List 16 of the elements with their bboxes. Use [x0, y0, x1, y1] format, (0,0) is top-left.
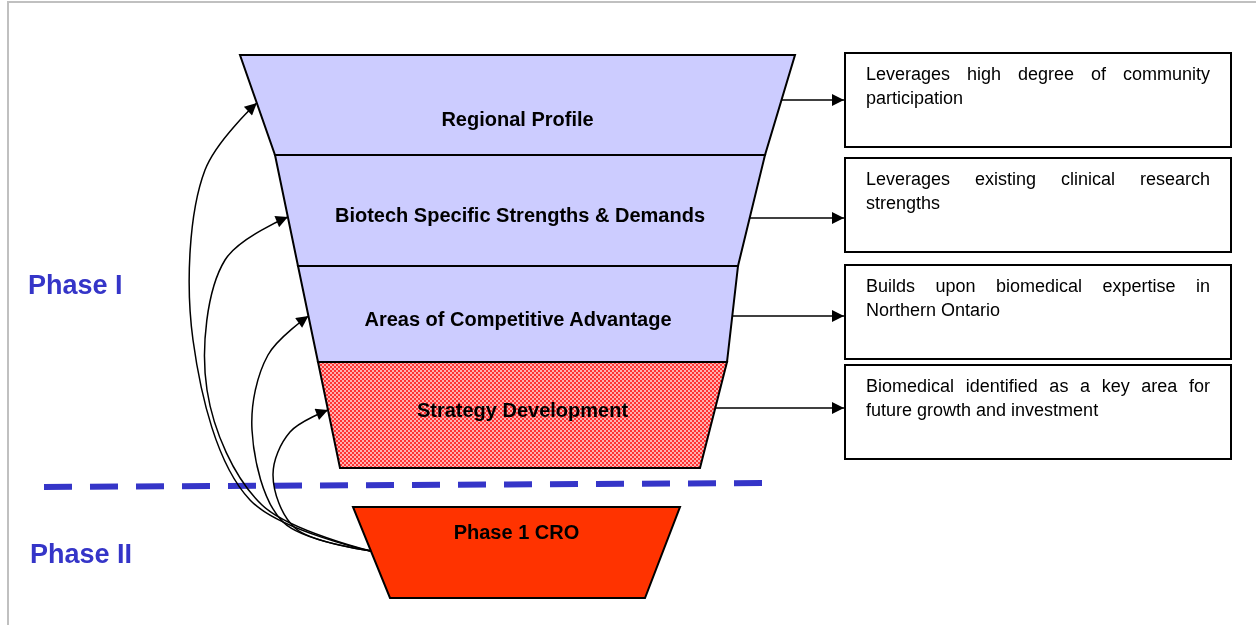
stage-label: Phase 1 CRO	[453, 521, 580, 544]
description-text: Biomedical identified as a key area for future growth and investment	[866, 375, 1210, 422]
description-text: Builds upon biomedical expertise in Northern Ontario	[866, 275, 1210, 322]
text-box	[844, 364, 1232, 460]
stage-label: Strategy Development	[416, 399, 629, 422]
phase-label: Phase I	[28, 270, 123, 301]
description-text: Leverages high degree of community participation	[866, 63, 1210, 110]
phase-label: Phase II	[30, 539, 133, 570]
curved-arrow	[272, 408, 372, 552]
stage-label: Areas of Competitive Advantage	[364, 308, 672, 331]
description-text: Leverages existing clinical research strengths	[866, 168, 1210, 215]
text-box	[844, 52, 1232, 148]
stage-label: Biotech Specific Strengths & Demands	[334, 204, 706, 227]
text-box	[844, 157, 1232, 253]
text-box	[844, 264, 1232, 360]
stage-label: Regional Profile	[441, 108, 594, 131]
